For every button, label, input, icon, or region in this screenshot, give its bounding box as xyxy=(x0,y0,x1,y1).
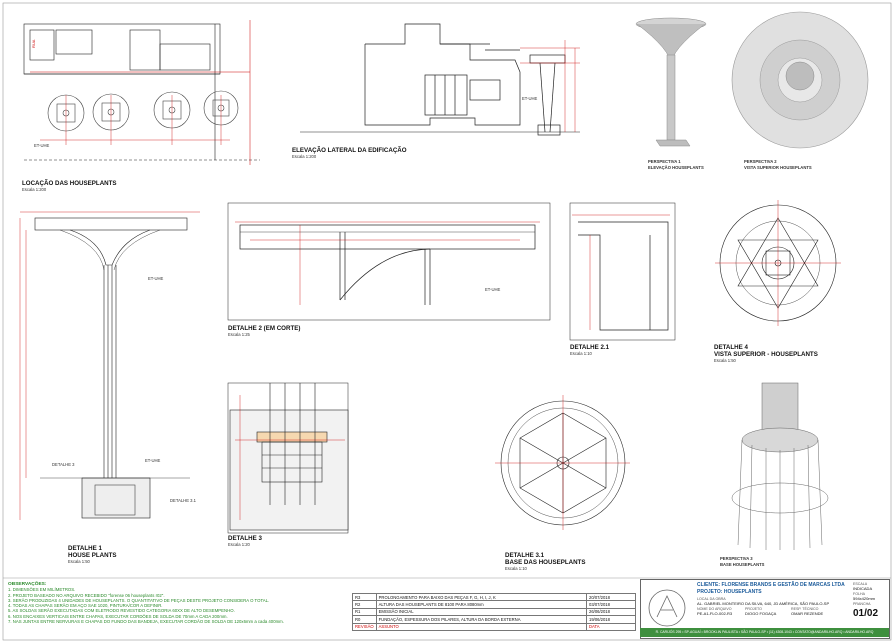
view-title-locacao: LOCAÇÃO DAS HOUSEPLANTS xyxy=(22,180,117,187)
revision-header-date: DATA xyxy=(586,622,636,631)
note-item: 4. TODAS AS CHAPAS SERÃO EM AÇO SAE 1020… xyxy=(8,603,163,609)
revisions-table: R3 PROLONGAMENTO PARA BAIXO DAS PEÇAS F,… xyxy=(352,592,636,631)
view-scale-detalhe1: Escala 1:50 xyxy=(68,559,90,564)
revision-date: 26/06/2018 xyxy=(586,607,636,617)
revision-code: R2 xyxy=(352,600,377,609)
revision-header-row: REVISÃO ASSUNTO DATA xyxy=(352,622,636,631)
perspective-3-drawing xyxy=(731,382,829,550)
local-label: LOCAL DA OBRA xyxy=(697,597,726,601)
view-scale-detalhe2: Escala 1:25 xyxy=(228,332,250,337)
view-title-detalhe2: DETALHE 2 (EM CORTE) xyxy=(228,325,301,332)
view-scale-elevacao: Escala 1:200 xyxy=(292,154,317,159)
view-title-detalhe4-a: DETALHE 4 xyxy=(714,344,748,351)
note-item: 7. NAS JUNTAS ENTRE NERVURAS E CHAPAS DO… xyxy=(8,619,284,625)
tag-detalhe31-ref: DETALHE 3.1 xyxy=(170,498,196,503)
view-scale-detalhe4: Escala 1:50 xyxy=(714,358,736,363)
tag-et-locacao: ET-UHE xyxy=(34,143,50,148)
title-block: CLIENTE: FLORENSE BRANDS E GESTÃO DE MAR… xyxy=(640,579,890,639)
view-scale-locacao: Escala 1:200 xyxy=(22,187,47,192)
locacao-plan xyxy=(23,20,260,165)
view-title-detalhe1-a: DETALHE 1 xyxy=(68,545,102,552)
view-title-persp2-a: PERSPECTIVA 2 xyxy=(744,159,777,164)
revision-row: R2 ALTURA DAS HOUSEPLANTS DE 8100 PARA 8… xyxy=(352,600,636,609)
tag-detalhe3-ref: DETALHE 3 xyxy=(52,462,75,467)
view-title-persp1-b: ELEVAÇÃO HOUSEPLANTS xyxy=(648,165,704,170)
revision-row: R3 PROLONGAMENTO PARA BAIXO DAS PEÇAS F,… xyxy=(352,592,636,602)
svg-text:RUA: RUA xyxy=(31,39,36,48)
project-name: PROJETO: HOUSEPLANTS xyxy=(697,589,762,595)
proj-label: PROJETO xyxy=(745,607,762,611)
office-footer: R. CARIJÓS 295 • SP-AGUAÍ • BROOKLIN PAU… xyxy=(640,628,889,637)
tag-et-elevacao: ET-UHE xyxy=(522,96,538,101)
detalhe-2-drawing xyxy=(227,202,551,321)
revision-row: R1 EMISSÃO INICIAL 26/06/2018 xyxy=(352,607,636,617)
client-name: CLIENTE: FLORENSE BRANDS E GESTÃO DE MAR… xyxy=(697,582,845,588)
revision-code: R1 xyxy=(352,607,377,617)
file-label: NOME DO ARQUIVO xyxy=(697,607,732,611)
notes-block: OBSERVAÇÕES: 1. DIMENSÕES EM MILÍMETROS.… xyxy=(8,582,338,624)
view-title-persp1-a: PERSPECTIVA 1 xyxy=(648,159,681,164)
revision-code: R3 xyxy=(352,592,377,602)
resp-person: OMAR REZENDE xyxy=(791,611,824,616)
note-item: 1. DIMENSÕES EM MILÍMETROS. xyxy=(8,587,76,593)
resp-label: RESP. TÉCNICO xyxy=(791,607,819,611)
view-title-detalhe31-b: BASE DAS HOUSEPLANTS xyxy=(505,559,586,566)
detalhe-21-drawing xyxy=(569,202,676,341)
page-number: 01/02 xyxy=(853,608,879,619)
tag-et-detalhe2: ET-UHE xyxy=(485,287,501,292)
file-value: PE-A1-FLO-002-R3 xyxy=(697,611,733,616)
view-title-detalhe1-b: HOUSE PLANTS xyxy=(68,552,117,559)
view-title-persp3-a: PERSPECTIVA 3 xyxy=(720,556,753,561)
company-logo-icon xyxy=(648,589,686,627)
revision-desc: PROLONGAMENTO PARA BAIXO DAS PEÇAS F, G,… xyxy=(375,592,588,602)
revision-date: 20/07/2018 xyxy=(586,592,636,602)
revision-date: 03/07/2018 xyxy=(586,600,636,609)
revision-row: R0 FUNDAÇÃO, ESPESSURA DOS PILARES, ALTU… xyxy=(352,615,636,624)
view-title-detalhe4-b: VISTA SUPERIOR - HOUSEPLANTS xyxy=(714,351,818,358)
tag-et-detalhe1: ET-UHE xyxy=(148,276,164,281)
local-value: AL. GABRIEL MONTEIRO DA SILVA, 640, JD A… xyxy=(697,601,830,606)
page-label: PRANCHA xyxy=(853,602,871,606)
view-scale-detalhe31: Escala 1:10 xyxy=(505,566,527,571)
revision-date: 19/06/2018 xyxy=(586,615,636,624)
view-title-persp3-b: BASE HOUSEPLANTS xyxy=(720,562,765,567)
view-title-persp2-b: VISTA SUPERIOR HOUSEPLANTS xyxy=(744,165,812,170)
sheet-size: 594x420mm xyxy=(853,596,876,601)
revision-desc: EMISSÃO INICIAL xyxy=(375,607,588,617)
revision-desc: ALTURA DAS HOUSEPLANTS DE 8100 PARA 8080… xyxy=(375,600,588,609)
notes-title: OBSERVAÇÕES: xyxy=(8,582,47,587)
detalhe-3-drawing xyxy=(227,382,349,534)
note-item: 5. AS SOLDAS SERÃO EXECUTADAS COM ELETRO… xyxy=(8,608,235,614)
scale-label: ESCALA xyxy=(853,582,868,586)
note-item: 2. PROJETO BASEADO NO ARQUIVO RECEBIDO "… xyxy=(8,592,165,598)
view-scale-detalhe3: Escala 1:20 xyxy=(228,542,250,547)
perspective-1-drawing xyxy=(635,17,707,147)
view-title-detalhe21: DETALHE 2.1 xyxy=(570,344,610,351)
view-title-detalhe3: DETALHE 3 xyxy=(228,535,262,542)
scale-value: INDICADA xyxy=(853,586,873,591)
view-title-detalhe31-a: DETALHE 3.1 xyxy=(505,552,545,559)
note-item: 3. SERÃO PRODUZIDAS 4 UNIDADES DE HOUSEP… xyxy=(8,597,270,603)
view-title-elevacao: ELEVAÇÃO LATERAL DA EDIFICAÇÃO xyxy=(292,147,407,154)
revision-header-desc: ASSUNTO xyxy=(375,622,588,631)
elevacao-lateral xyxy=(300,23,580,136)
note-item: 6. NOS ENCAIXES VERTICAIS ENTRE CHAPAS, … xyxy=(8,613,228,619)
detalhe-1-drawing xyxy=(34,217,190,519)
perspective-2-drawing xyxy=(731,11,869,149)
view-scale-detalhe21: Escala 1:10 xyxy=(570,351,592,356)
revision-desc: FUNDAÇÃO, ESPESSURA DOS PILARES, ALTURA … xyxy=(375,615,588,624)
tag-et-detalhe1-base: ET-UHE xyxy=(145,458,161,463)
proj-person: DIOGO FOGAÇA xyxy=(745,611,777,616)
sheet-label: FOLHA xyxy=(853,592,865,596)
revision-code: R0 xyxy=(352,615,377,624)
revision-header-rev: REVISÃO xyxy=(352,622,377,631)
